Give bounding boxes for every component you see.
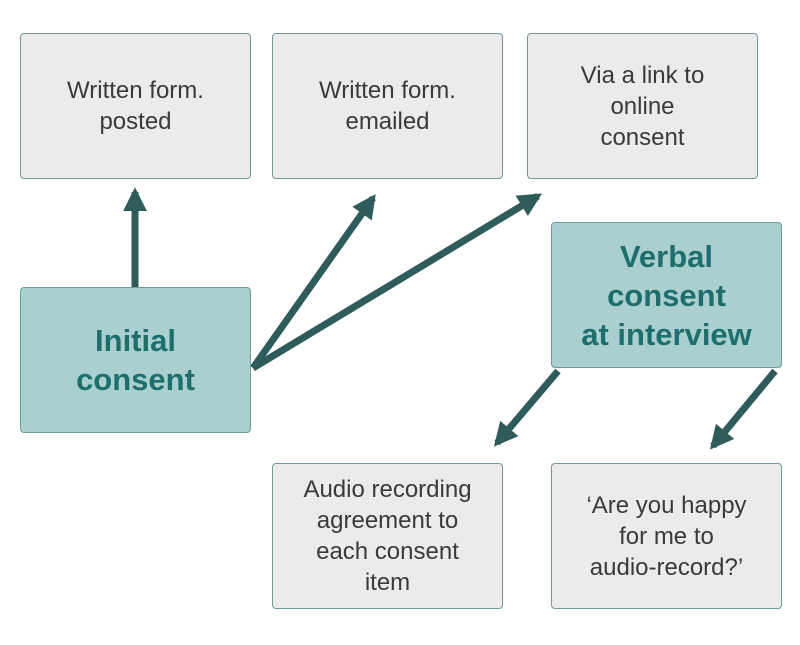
node-written-emailed: Written form.emailed [272, 33, 503, 179]
node-written-posted: Written form.posted [20, 33, 251, 179]
arrow-initial-to-emailed [250, 194, 376, 371]
node-written-posted-label: Written form.posted [67, 77, 204, 135]
arrow-verbal-to-happy-question [709, 368, 778, 450]
node-written-emailed-label: Written form.emailed [319, 77, 456, 135]
arrow-verbal-to-audio-agreement [493, 368, 561, 447]
arrow-initial-to-online [251, 193, 543, 371]
